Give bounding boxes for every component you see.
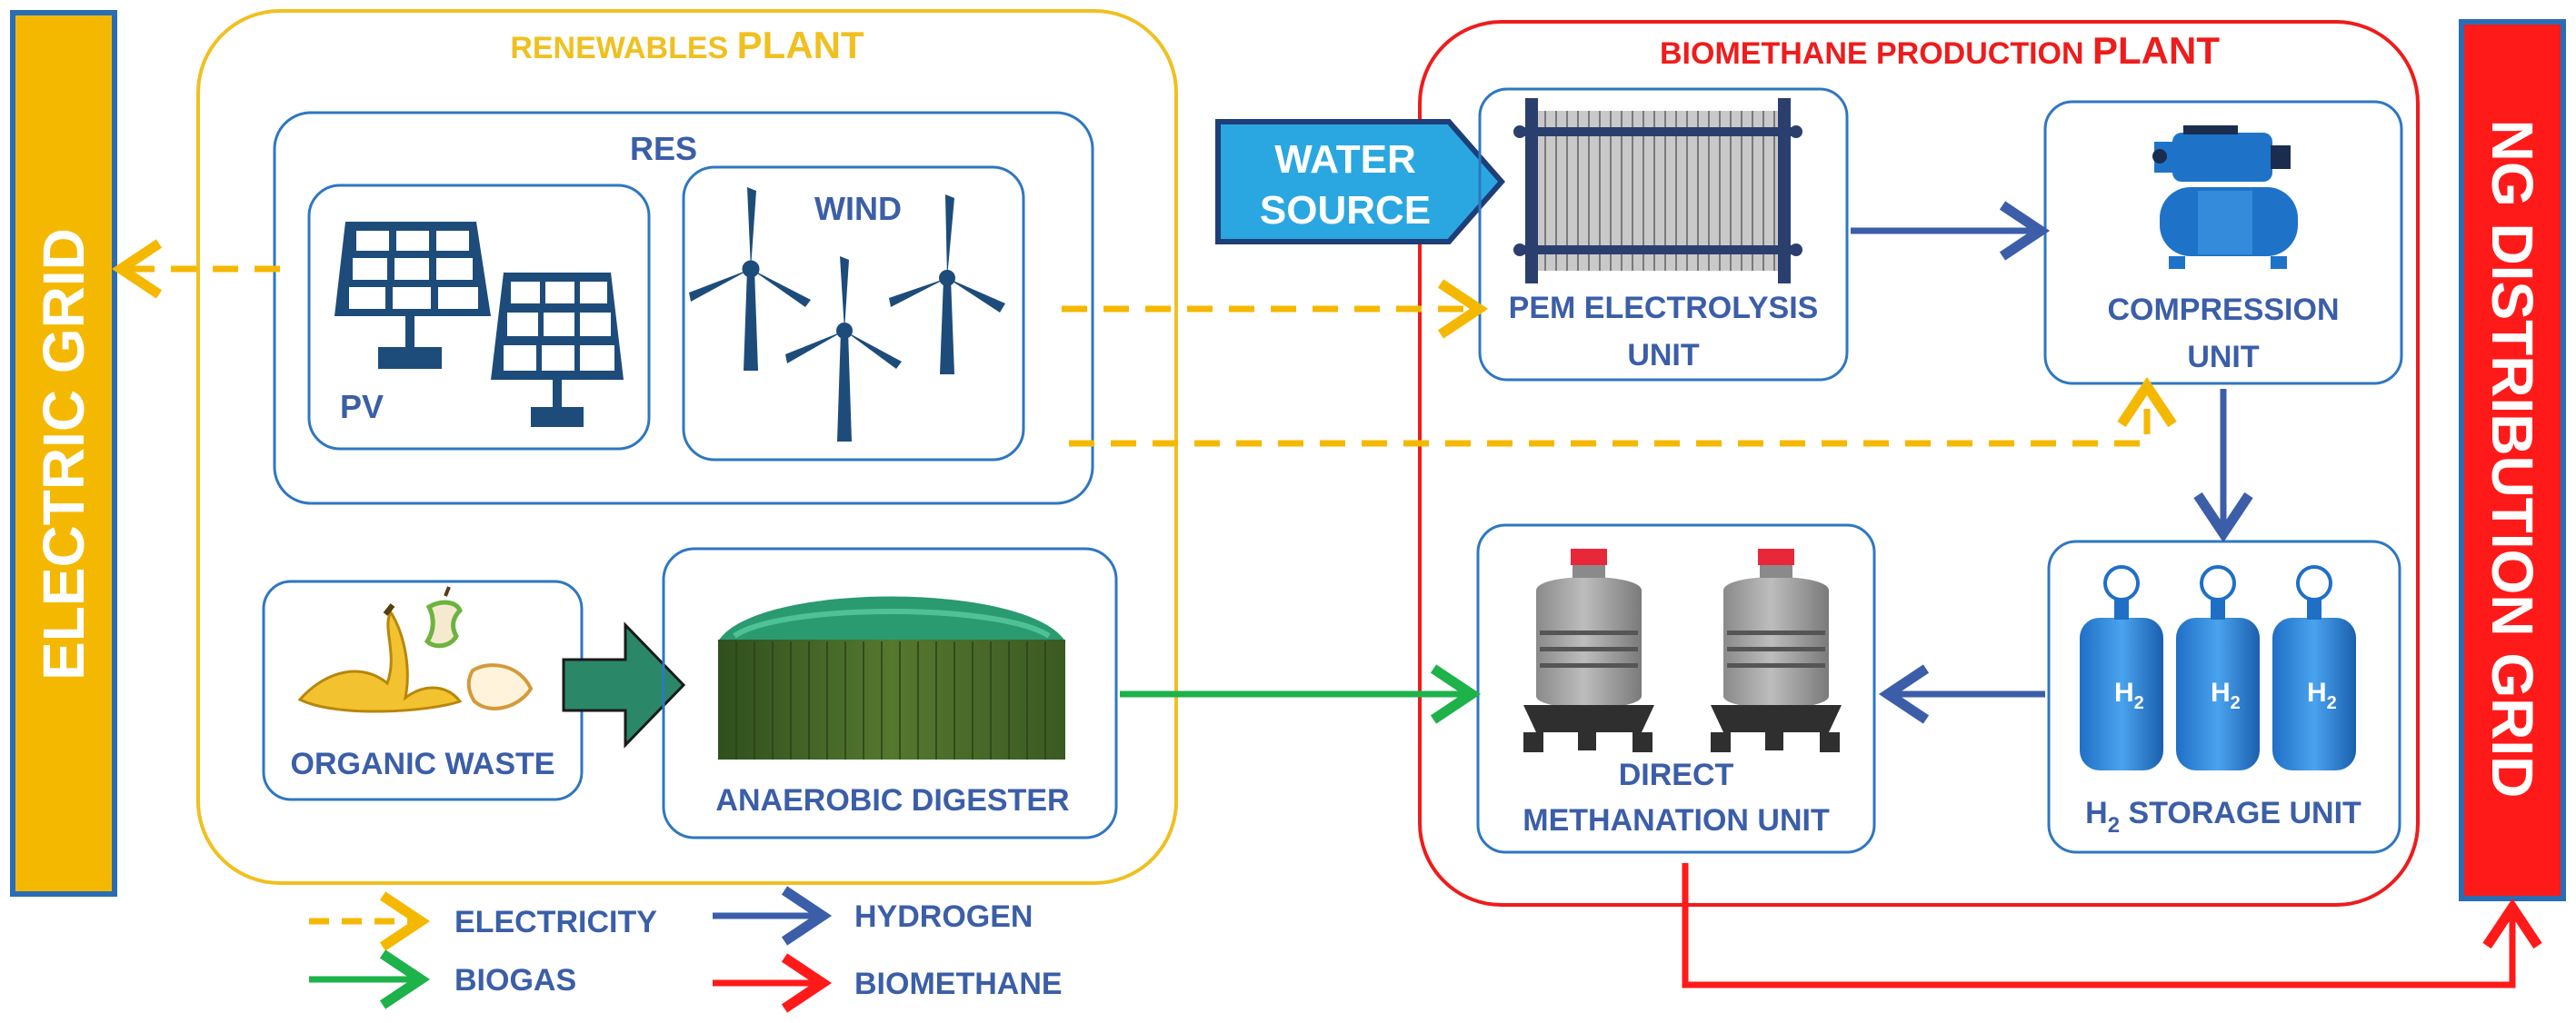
wind-box: WIND <box>682 165 1025 462</box>
solar-panel-icon <box>491 273 624 427</box>
h2-tank-icon: H2 <box>2080 565 2163 770</box>
electrolyzer-stack-icon <box>1513 98 1802 283</box>
wind-turbine-icon <box>889 194 1005 374</box>
anaerobic-digester-label: ANAEROBIC DIGESTER <box>715 783 1069 818</box>
legend-biomethane-label: BIOMETHANE <box>854 967 1063 1001</box>
solar-panel-icon <box>334 222 491 369</box>
reactor-tank-icon <box>1523 549 1654 752</box>
organic-waste-box: ORGANIC WASTE <box>262 580 584 801</box>
legend-item-biogas: BIOGAS <box>309 949 576 1009</box>
h2-tank-label: H2 <box>2211 678 2241 713</box>
compressor-icon <box>2152 125 2298 269</box>
biomethane-plant-container: BIOMETHANE PRODUCTION PLANT <box>1418 20 2420 907</box>
electricity-flow-to-compression <box>1069 376 2177 447</box>
h2-tank-icon: H2 <box>2272 565 2356 770</box>
renewables-plant-container: RENEWABLES PLANT <box>196 9 1178 885</box>
digester-tank-icon <box>718 596 1065 760</box>
biomethane-flow-to-ng-grid <box>1682 863 2542 988</box>
pem-unit-label-line2: UNIT <box>1627 338 1700 372</box>
waste-to-digester-arrow <box>562 621 686 749</box>
legend-hydrogen-label: HYDROGEN <box>854 899 1033 934</box>
electric-grid-bar: ELECTRIC GRID <box>10 10 117 897</box>
water-source-label-line1: WATER <box>1274 137 1416 182</box>
organic-waste-label: ORGANIC WASTE <box>291 747 555 781</box>
renewables-title-suffix: PLANT <box>737 24 864 66</box>
legend-item-biomethane: BIOMETHANE <box>713 953 1063 1013</box>
h2-tank-label: H2 <box>2114 678 2144 713</box>
biomethane-plant-title: BIOMETHANE PRODUCTION PLANT <box>1660 29 2220 72</box>
legend-biogas-label: BIOGAS <box>454 963 576 998</box>
wind-label: WIND <box>814 190 902 227</box>
pv-box: PV <box>307 184 651 451</box>
renewables-title-prefix: RENEWABLES <box>510 31 736 65</box>
apple-core-icon <box>424 586 463 649</box>
water-source-shape: WATER SOURCE <box>1215 119 1505 244</box>
ng-distribution-grid-label: NG DISTRIBUTION GRID <box>2480 120 2545 799</box>
ng-distribution-grid-bar: NG DISTRIBUTION GRID <box>2459 19 2566 901</box>
res-box: RES <box>273 111 1094 505</box>
legend-item-hydrogen: HYDROGEN <box>713 886 1033 946</box>
banana-peel-icon <box>297 603 463 713</box>
methanation-unit-label-line2: METHANATION UNIT <box>1523 803 1830 838</box>
compression-unit-box: COMPRESSION UNIT <box>2043 100 2403 385</box>
legend: ELECTRICITY BIOGAS HYDROGEN BIOMETHANE <box>309 886 1063 1013</box>
anaerobic-digester-box: ANAEROBIC DIGESTER <box>662 547 1118 839</box>
h2-storage-unit-box: H2 H2 H2 H2 STORAGE UNIT <box>2047 540 2401 854</box>
compression-unit-label-line1: COMPRESSION <box>2107 293 2339 327</box>
wind-turbine-icon <box>689 187 811 371</box>
pv-label: PV <box>340 388 384 425</box>
biomethane-title-suffix: PLANT <box>2092 29 2220 72</box>
wind-turbine-icon <box>785 256 902 442</box>
water-source-label-line2: SOURCE <box>1260 188 1431 233</box>
methanation-unit-label-line1: DIRECT <box>1619 758 1734 792</box>
reactor-tank-icon <box>1711 549 1842 752</box>
legend-item-electricity: ELECTRICITY <box>309 891 657 951</box>
h2-tank-label: H2 <box>2307 678 2337 713</box>
biomethane-title-prefix: BIOMETHANE PRODUCTION <box>1660 36 2092 71</box>
renewables-plant-title: RENEWABLES PLANT <box>510 24 864 66</box>
eggshell-icon <box>466 663 534 710</box>
h2-tank-icon: H2 <box>2176 565 2260 770</box>
compression-unit-label-line2: UNIT <box>2187 340 2260 374</box>
res-label: RES <box>630 130 697 167</box>
h2-storage-unit-label: H2 STORAGE UNIT <box>2085 796 2361 838</box>
pem-electrolysis-unit-box: PEM ELECTROLYSIS UNIT <box>1478 87 1849 382</box>
pem-unit-label-line1: PEM ELECTROLYSIS <box>1509 291 1819 325</box>
electric-grid-label: ELECTRIC GRID <box>31 228 96 680</box>
legend-electricity-label: ELECTRICITY <box>454 905 657 939</box>
direct-methanation-unit-box: DIRECT METHANATION UNIT <box>1476 523 1876 854</box>
